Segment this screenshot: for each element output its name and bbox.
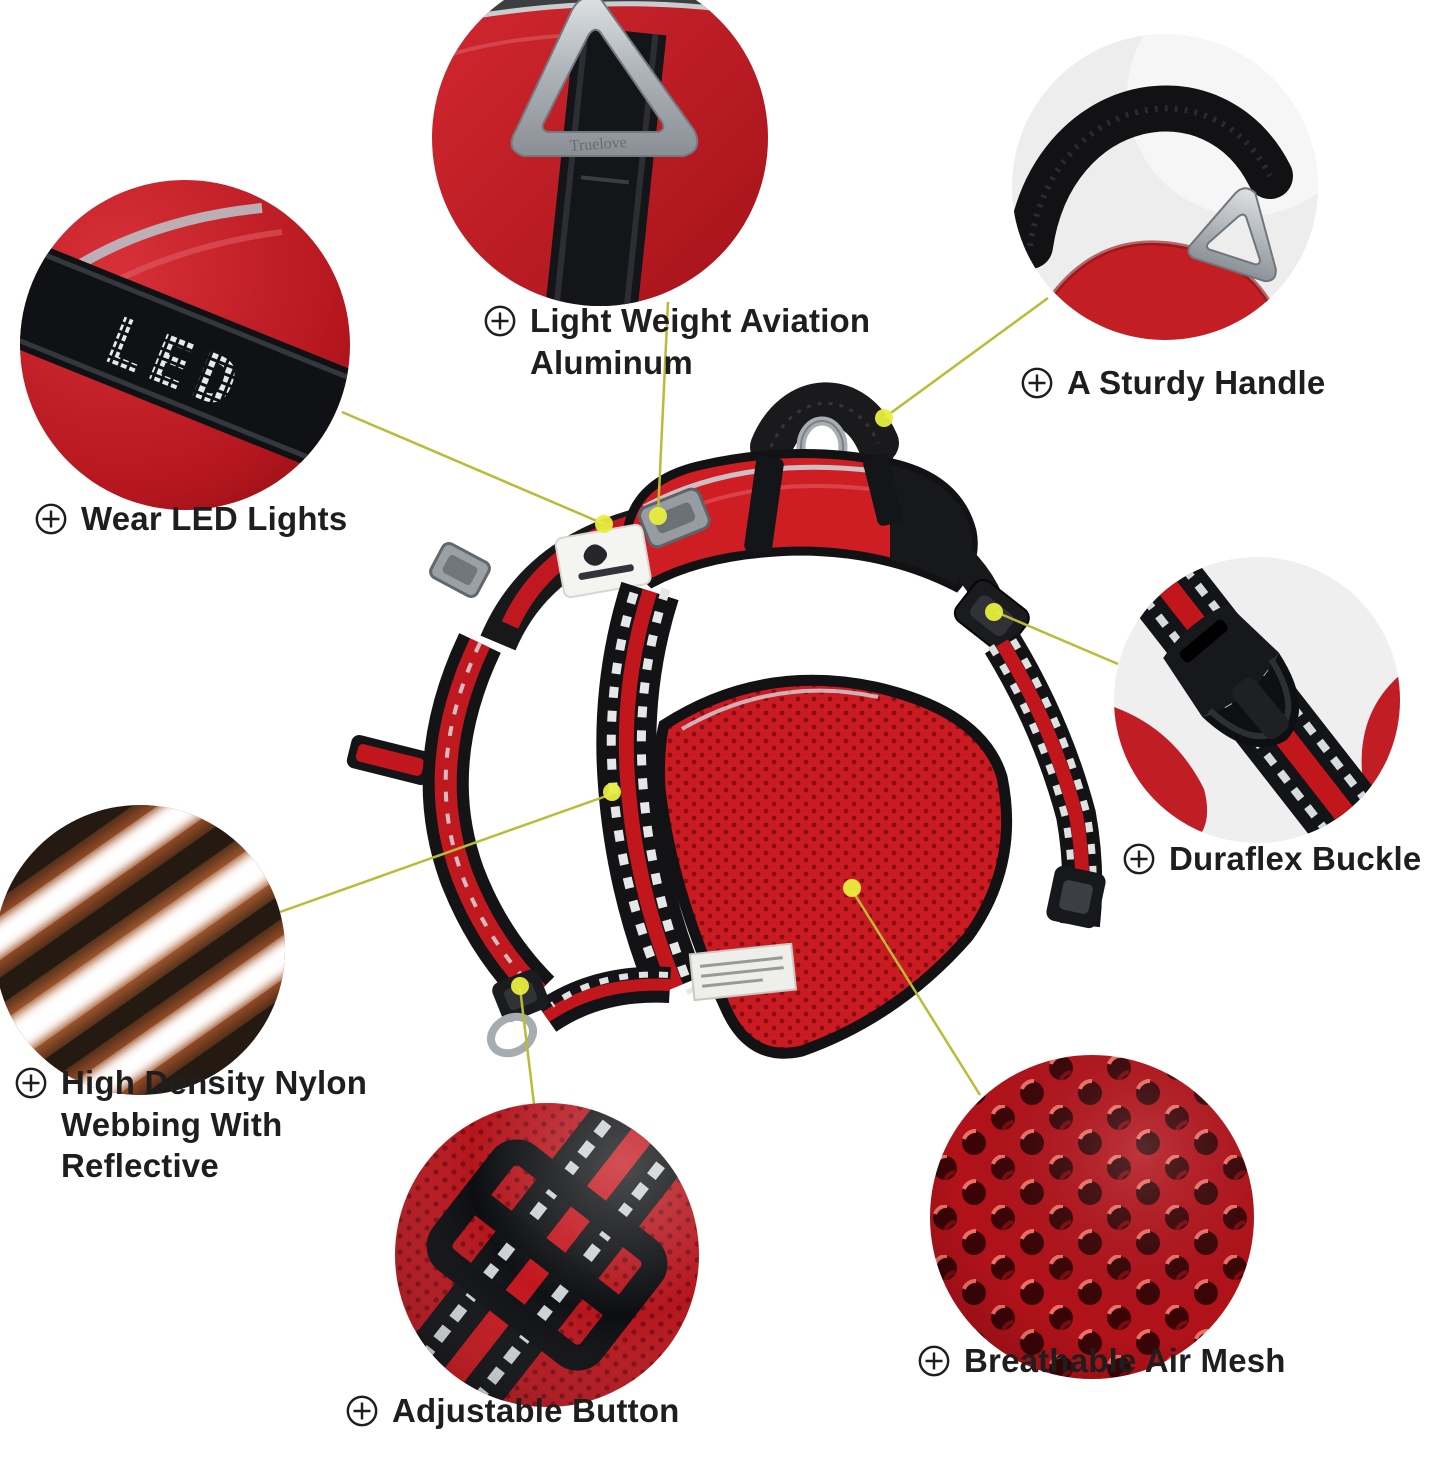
detail-photo-adjustable-circle [395, 1103, 699, 1407]
top-handle [750, 382, 899, 477]
loose-strap-end [346, 735, 434, 785]
logo-patch [554, 523, 652, 599]
duraflex-buckle-photo [1114, 557, 1400, 843]
feature-line: Breathable Air Mesh [964, 1342, 1286, 1379]
detail-photo-aluminum-circle: Truelove [432, 0, 768, 306]
feature-line: Duraflex Buckle [1169, 840, 1422, 877]
plus-circle-icon [1021, 367, 1053, 399]
feature-label-text: Adjustable Button [392, 1390, 680, 1432]
feature-line: Reflective [61, 1147, 219, 1185]
buckle-body [1163, 604, 1300, 748]
feature-label-adjustable: Adjustable Button [345, 1390, 680, 1432]
feature-line: Light Weight Aviation [530, 302, 871, 339]
harness-illustration [346, 382, 1106, 1059]
metal-ring [1187, 187, 1277, 283]
detail-photo-led-circle: LED [20, 180, 350, 510]
feature-label-text: Wear LED Lights [81, 498, 347, 540]
front-edge-strap [422, 633, 555, 1010]
feature-label-aluminum: Light Weight Aviation Aluminum [483, 300, 870, 383]
feature-label-text: Duraflex Buckle [1169, 838, 1421, 880]
feature-label-mesh: Breathable Air Mesh [917, 1340, 1286, 1382]
adjustable-slider-photo [395, 1103, 699, 1407]
aluminum-adjuster [638, 487, 711, 549]
plus-circle-icon [346, 1395, 378, 1427]
bottom-left-strap [535, 966, 671, 1033]
feature-label-buckle: Duraflex Buckle [1122, 838, 1421, 880]
aluminum-ring-photo: Truelove [432, 0, 768, 306]
plus-circle-icon [484, 305, 516, 337]
feature-label-text: High Density Nylon Webbing With Reflecti… [61, 1062, 367, 1187]
feature-line: High Density Nylon [61, 1064, 368, 1101]
led-webbing-photo: LED [20, 180, 350, 510]
plus-circle-icon [918, 1345, 950, 1377]
detail-photo-buckle-circle [1114, 557, 1400, 843]
feature-label-webbing: High Density Nylon Webbing With Reflecti… [14, 1062, 367, 1187]
feature-line: Wear LED Lights [81, 500, 348, 537]
feature-label-handle: A Sturdy Handle [1020, 362, 1325, 404]
reflective-webbing-photo [0, 805, 285, 1095]
feature-line: Adjustable Button [392, 1392, 680, 1429]
feature-label-text: A Sturdy Handle [1067, 362, 1325, 404]
feature-line: A Sturdy Handle [1067, 364, 1326, 401]
ring-engraving-text: Truelove [569, 134, 627, 155]
care-label-tag [688, 942, 798, 1002]
back-saddle-pad [623, 449, 978, 593]
detail-photo-mesh-circle [930, 1055, 1254, 1379]
detail-photo-reflective-circle [0, 805, 285, 1095]
handle-photo [1012, 34, 1318, 340]
plus-circle-icon [15, 1067, 47, 1099]
feature-label-text: Breathable Air Mesh [964, 1340, 1286, 1382]
bottom-left-dring [486, 1012, 538, 1058]
feature-line: Aluminum [530, 343, 693, 381]
air-mesh-photo [930, 1055, 1254, 1379]
feature-line: Webbing With [61, 1105, 283, 1143]
feature-label-led: Wear LED Lights [34, 498, 347, 540]
left-metal-buckle [429, 541, 491, 599]
triangle-ring [510, 0, 699, 157]
harness-product-photo [330, 345, 1120, 1075]
jacket-edge [432, 0, 768, 24]
plus-circle-icon [35, 503, 67, 535]
plus-circle-icon [1123, 843, 1155, 875]
right-triglide [1046, 865, 1106, 929]
detail-photo-handle-circle [1012, 34, 1318, 340]
feature-label-text: Light Weight Aviation Aluminum [530, 300, 870, 383]
